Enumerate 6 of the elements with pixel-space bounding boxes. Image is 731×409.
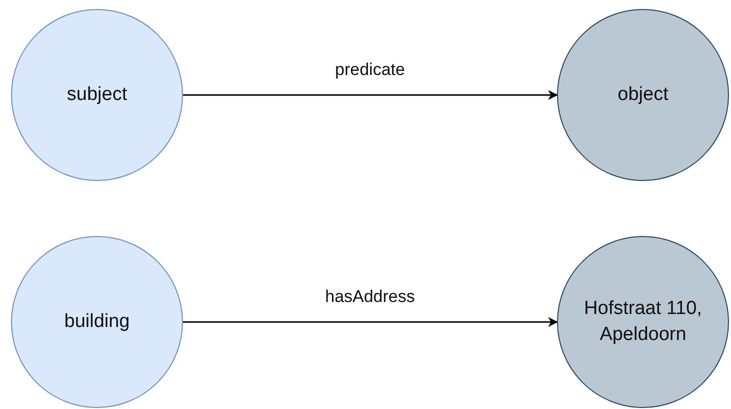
node-label: subject	[66, 83, 128, 107]
arrow	[183, 317, 558, 327]
node-label: Hofstraat 110, Apeldoorn	[583, 297, 703, 347]
node-label: building	[63, 310, 131, 334]
node-label: object	[616, 83, 670, 107]
arrow	[183, 90, 558, 100]
